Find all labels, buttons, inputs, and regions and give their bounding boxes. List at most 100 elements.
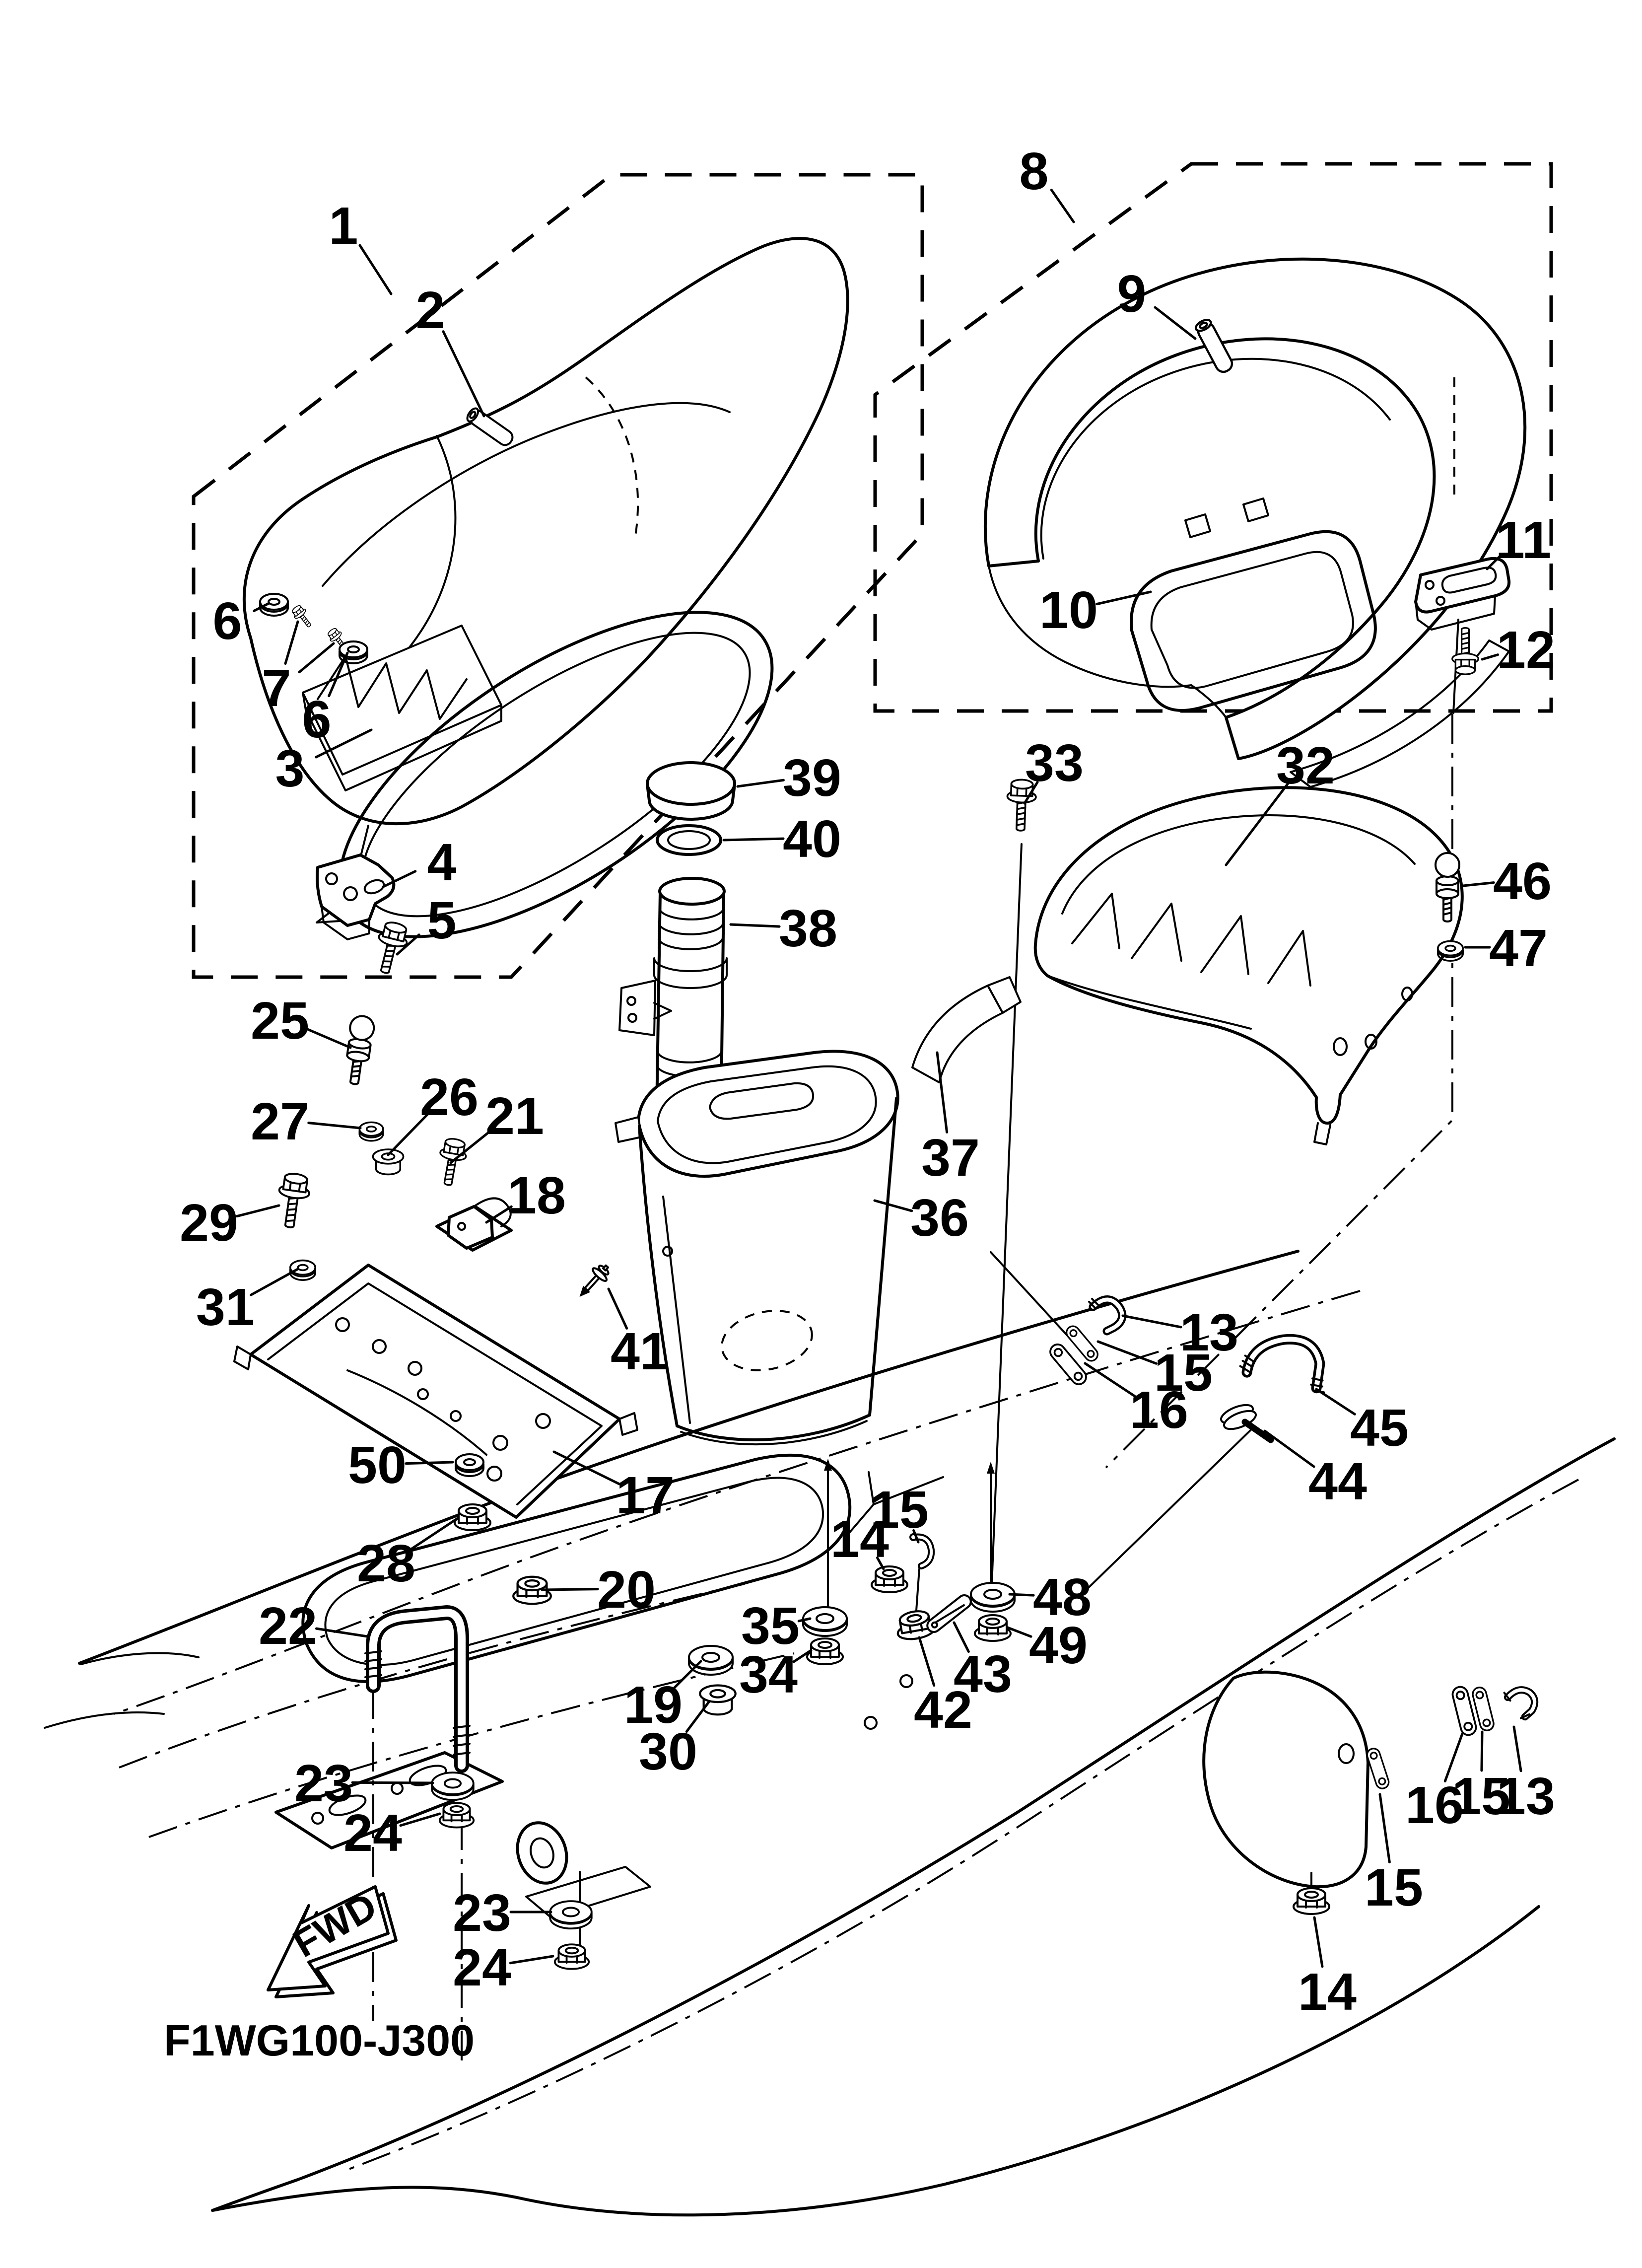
part-callout-48: 48 (1033, 1568, 1092, 1627)
part-callout-31: 31 (196, 1278, 255, 1337)
part-callout-23: 23 (294, 1754, 353, 1813)
leader-line-37 (936, 1051, 949, 1134)
leader-line-38 (729, 923, 781, 928)
part-28-flangenut (454, 1503, 491, 1531)
leader-line-13 (1121, 1314, 1182, 1329)
part-callout-49: 49 (1029, 1616, 1088, 1675)
leader-line-5 (396, 933, 420, 956)
part-callout-37: 37 (921, 1129, 980, 1187)
leader-line-45 (1315, 1388, 1356, 1416)
part-24-flangenut (553, 1943, 590, 1970)
part-callout-38: 38 (779, 899, 837, 958)
part-43-clip (924, 1591, 974, 1636)
leader-line-15 (1378, 1793, 1391, 1864)
leader-line-3 (315, 728, 373, 759)
leader-line-15 (1096, 1340, 1158, 1365)
part-callout-33: 33 (1025, 734, 1084, 792)
part-callout-24: 24 (343, 1804, 402, 1862)
leader-line-24 (399, 1812, 441, 1827)
part-45-ubolt45 (1238, 1336, 1324, 1401)
part-27-washer_s (358, 1121, 384, 1142)
part-29-bolt (273, 1171, 313, 1230)
leader-line-33 (1023, 781, 1039, 805)
part-callout-15: 15 (870, 1481, 929, 1539)
leader-line-17 (552, 1450, 620, 1486)
part-47-washer_s (1437, 940, 1464, 962)
leader-line-22 (315, 1627, 369, 1638)
leader-line-31 (250, 1268, 299, 1296)
leader-line-43 (953, 1621, 970, 1653)
leader-line-41 (607, 1287, 628, 1330)
clevis-pin-part-44 (1220, 1404, 1274, 1443)
part-callout-19: 19 (624, 1676, 683, 1734)
leader-line-9 (1154, 306, 1197, 340)
part-callout-10: 10 (1039, 581, 1098, 639)
part-callout-40: 40 (783, 810, 841, 868)
hinge-bracket-part-11 (1414, 557, 1511, 631)
hull-artwork (44, 1250, 1616, 2217)
leader-line-21 (449, 1129, 493, 1164)
leader-line-1 (358, 244, 393, 295)
part-callout-15: 15 (1154, 1344, 1213, 1402)
leader-line-48 (1008, 1593, 1035, 1597)
leader-line-50 (405, 1461, 454, 1465)
part-callout-2: 2 (416, 281, 445, 340)
part-callout-20: 20 (597, 1560, 656, 1619)
part-48-washer_l (970, 1582, 1016, 1613)
part-callout-25: 25 (251, 992, 309, 1050)
part-callout-30: 30 (639, 1722, 697, 1781)
part-callout-41: 41 (611, 1322, 669, 1381)
leader-line-14 (876, 1557, 885, 1570)
part-13-hook13 (1089, 1299, 1122, 1331)
part-callout-14: 14 (1298, 1963, 1357, 2021)
part-callout-16: 16 (1130, 1381, 1188, 1439)
leader-line-35 (797, 1617, 812, 1623)
leader-line-15 (912, 1529, 920, 1544)
leader-line-28 (409, 1517, 459, 1551)
leader-line-20 (541, 1588, 599, 1591)
part-callout-27: 27 (251, 1092, 309, 1151)
leader-line-19 (673, 1660, 702, 1689)
part-callout-46: 46 (1493, 852, 1552, 911)
part-callout-14: 14 (830, 1510, 889, 1568)
part-49-flangenut (974, 1614, 1012, 1642)
leader-line-39 (736, 779, 785, 788)
part-callout-5: 5 (427, 891, 457, 950)
part-41-rivet (572, 1259, 615, 1303)
part-callout-3: 3 (275, 739, 305, 798)
part-24-flangenut (438, 1802, 475, 1829)
part-callout-11: 11 (1496, 511, 1551, 569)
part-callout-13: 13 (1180, 1303, 1238, 1362)
leader-line-49 (1006, 1626, 1032, 1638)
figure-code: F1WG100-J300 (164, 2016, 475, 2065)
part-callout-43: 43 (954, 1645, 1012, 1703)
part-callout-21: 21 (485, 1087, 544, 1145)
rear-seat-part-8 (984, 257, 1527, 788)
leader-line-34 (792, 1649, 813, 1663)
leader-line-16 (1084, 1362, 1136, 1398)
leader-line-6 (253, 602, 270, 612)
part-callout-36: 36 (910, 1189, 969, 1247)
part-callout-12: 12 (1497, 621, 1555, 679)
part-callout-45: 45 (1350, 1399, 1409, 1457)
leader-line-32 (1225, 782, 1289, 866)
rear-grip-part-32 (1033, 786, 1464, 1145)
leader-line-2 (442, 330, 485, 418)
leader-line-25 (305, 1027, 352, 1049)
leader-line-44 (1263, 1429, 1315, 1468)
part-callout-17: 17 (616, 1466, 675, 1525)
assembly-box-front-seat (192, 173, 924, 979)
seal-ring-part-40 (656, 824, 722, 856)
seat-mount-plate-part-17 (233, 1264, 638, 1519)
leader-line-18 (485, 1205, 513, 1224)
part-callout-24: 24 (453, 1938, 511, 1997)
leader-line-11 (1486, 554, 1503, 570)
part-13-usmall (1501, 1688, 1536, 1720)
part-callout-50: 50 (348, 1436, 407, 1494)
part-callout-39: 39 (783, 749, 841, 807)
part-callout-8: 8 (1020, 142, 1049, 201)
part-callout-29: 29 (180, 1194, 238, 1252)
